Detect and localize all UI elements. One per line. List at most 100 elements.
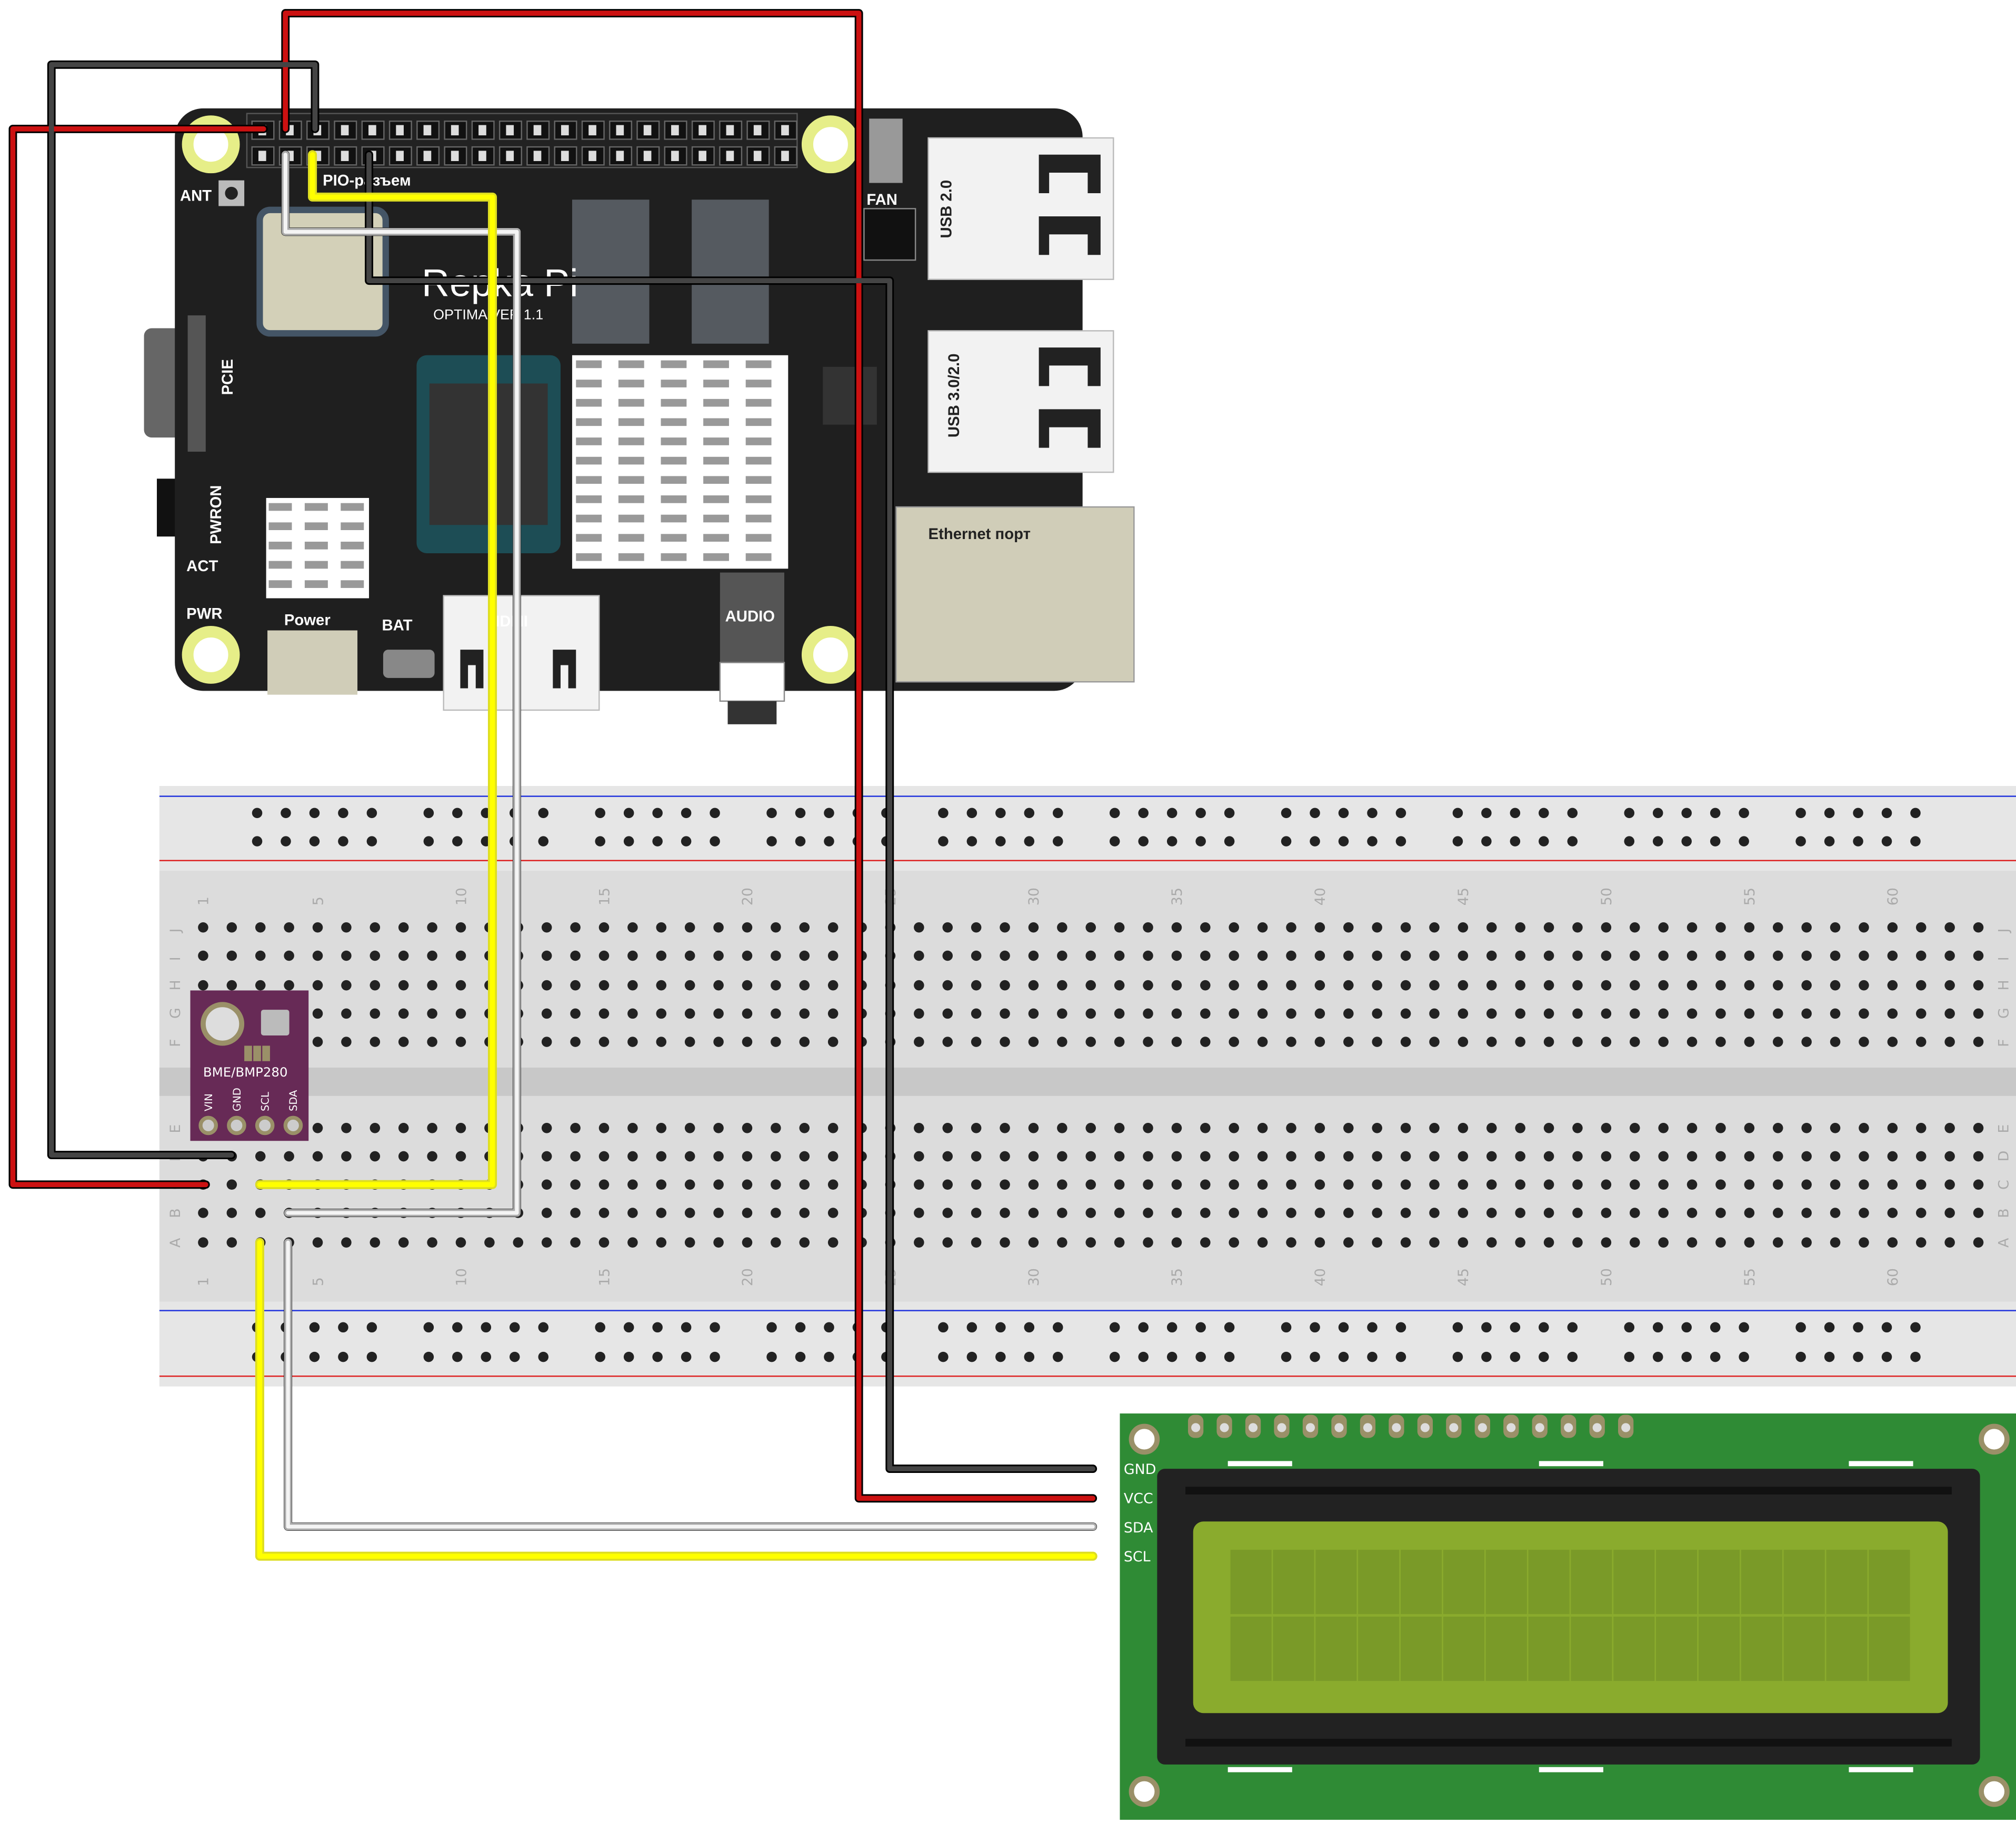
breadboard-hole[interactable] bbox=[1085, 1037, 1096, 1047]
breadboard-hole[interactable] bbox=[370, 1008, 381, 1019]
breadboard-hole[interactable] bbox=[1543, 1151, 1554, 1162]
rail-hole[interactable] bbox=[1367, 808, 1378, 819]
breadboard-hole[interactable] bbox=[1801, 1037, 1812, 1047]
rail-hole[interactable] bbox=[766, 808, 777, 819]
breadboard-hole[interactable] bbox=[541, 1123, 552, 1133]
rail-hole[interactable] bbox=[595, 1351, 605, 1362]
rail-hole[interactable] bbox=[1452, 808, 1463, 819]
breadboard-hole[interactable] bbox=[1257, 1151, 1268, 1162]
rail-hole[interactable] bbox=[1024, 836, 1035, 846]
breadboard-hole[interactable] bbox=[1429, 1008, 1440, 1019]
breadboard-hole[interactable] bbox=[1057, 1151, 1067, 1162]
rail-hole[interactable] bbox=[1395, 1351, 1406, 1362]
breadboard-hole[interactable] bbox=[1286, 1208, 1296, 1218]
breadboard-hole[interactable] bbox=[1686, 1237, 1698, 1248]
breadboard-hole[interactable] bbox=[1772, 1179, 1783, 1190]
rail-hole[interactable] bbox=[1195, 836, 1206, 846]
breadboard-hole[interactable] bbox=[656, 1008, 667, 1019]
rail-hole[interactable] bbox=[681, 836, 692, 846]
breadboard-hole[interactable] bbox=[1715, 922, 1726, 933]
breadboard-hole[interactable] bbox=[627, 950, 638, 961]
breadboard-hole[interactable] bbox=[570, 922, 581, 933]
breadboard-hole[interactable] bbox=[771, 1008, 781, 1019]
rail-hole[interactable] bbox=[1739, 1322, 1749, 1333]
breadboard-hole[interactable] bbox=[1887, 980, 1898, 991]
breadboard-hole[interactable] bbox=[1343, 1008, 1354, 1019]
rail-hole[interactable] bbox=[795, 808, 806, 819]
breadboard-hole[interactable] bbox=[1486, 922, 1497, 933]
breadboard-hole[interactable] bbox=[1915, 1237, 1927, 1248]
breadboard-hole[interactable] bbox=[570, 1179, 581, 1190]
breadboard-hole[interactable] bbox=[1372, 980, 1382, 991]
breadboard-hole[interactable] bbox=[255, 980, 266, 991]
breadboard-hole[interactable] bbox=[1629, 1151, 1640, 1162]
breadboard-hole[interactable] bbox=[1572, 1151, 1583, 1162]
breadboard-hole[interactable] bbox=[1343, 1123, 1354, 1133]
rail-hole[interactable] bbox=[1281, 1322, 1292, 1333]
breadboard-hole[interactable] bbox=[284, 922, 294, 933]
breadboard-hole[interactable] bbox=[1715, 1037, 1726, 1047]
breadboard-hole[interactable] bbox=[1658, 950, 1669, 961]
breadboard-hole[interactable] bbox=[1429, 922, 1440, 933]
breadboard-hole[interactable] bbox=[1601, 1123, 1612, 1133]
breadboard-hole[interactable] bbox=[1543, 1208, 1554, 1218]
breadboard-hole[interactable] bbox=[1143, 1237, 1153, 1248]
rail-hole[interactable] bbox=[1853, 836, 1863, 846]
breadboard-hole[interactable] bbox=[1859, 980, 1869, 991]
breadboard-hole[interactable] bbox=[1629, 1179, 1640, 1190]
breadboard-hole[interactable] bbox=[914, 980, 924, 991]
rail-hole[interactable] bbox=[1338, 836, 1349, 846]
breadboard-hole[interactable] bbox=[1000, 1123, 1010, 1133]
rail-hole[interactable] bbox=[1109, 808, 1120, 819]
breadboard-hole[interactable] bbox=[1171, 1208, 1182, 1218]
breadboard-hole[interactable] bbox=[684, 1037, 695, 1047]
breadboard-hole[interactable] bbox=[1114, 1208, 1125, 1218]
rail-hole[interactable] bbox=[1395, 1322, 1406, 1333]
breadboard-hole[interactable] bbox=[398, 1237, 409, 1248]
breadboard-hole[interactable] bbox=[1314, 1037, 1325, 1047]
breadboard-hole[interactable] bbox=[1859, 1037, 1869, 1047]
rail-hole[interactable] bbox=[1367, 836, 1378, 846]
breadboard-hole[interactable] bbox=[656, 1237, 667, 1248]
breadboard-hole[interactable] bbox=[1830, 1237, 1841, 1248]
breadboard-hole[interactable] bbox=[971, 922, 982, 933]
rail-hole[interactable] bbox=[252, 836, 263, 846]
rail-hole[interactable] bbox=[1138, 808, 1149, 819]
breadboard-hole[interactable] bbox=[799, 922, 810, 933]
breadboard-hole[interactable] bbox=[312, 1123, 323, 1133]
breadboard-hole[interactable] bbox=[1085, 1237, 1096, 1248]
breadboard-hole[interactable] bbox=[971, 1008, 982, 1019]
rail-hole[interactable] bbox=[1395, 836, 1406, 846]
breadboard-hole[interactable] bbox=[1458, 1179, 1469, 1190]
breadboard-hole[interactable] bbox=[1200, 950, 1211, 961]
breadboard-hole[interactable] bbox=[1801, 1123, 1812, 1133]
breadboard-hole[interactable] bbox=[1830, 1008, 1841, 1019]
breadboard-hole[interactable] bbox=[341, 1151, 352, 1162]
rail-hole[interactable] bbox=[1053, 1322, 1063, 1333]
breadboard-hole[interactable] bbox=[1915, 1179, 1927, 1190]
breadboard-hole[interactable] bbox=[427, 1037, 437, 1047]
breadboard-hole[interactable] bbox=[1171, 1179, 1182, 1190]
rail-hole[interactable] bbox=[766, 1351, 777, 1362]
breadboard-hole[interactable] bbox=[1915, 980, 1927, 991]
breadboard-hole[interactable] bbox=[341, 1123, 352, 1133]
breadboard-hole[interactable] bbox=[1601, 1237, 1612, 1248]
breadboard-hole[interactable] bbox=[627, 1208, 638, 1218]
breadboard-hole[interactable] bbox=[1572, 1179, 1583, 1190]
rail-hole[interactable] bbox=[1452, 1351, 1463, 1362]
rail-hole[interactable] bbox=[681, 1322, 692, 1333]
rail-hole[interactable] bbox=[1367, 1322, 1378, 1333]
breadboard-hole[interactable] bbox=[1171, 950, 1182, 961]
gpio-pin[interactable] bbox=[554, 121, 577, 140]
breadboard-hole[interactable] bbox=[771, 950, 781, 961]
breadboard-hole[interactable] bbox=[1772, 1123, 1783, 1133]
rail-hole[interactable] bbox=[1739, 836, 1749, 846]
rail-hole[interactable] bbox=[1166, 836, 1177, 846]
breadboard-hole[interactable] bbox=[656, 950, 667, 961]
rail-hole[interactable] bbox=[995, 1322, 1006, 1333]
rail-hole[interactable] bbox=[966, 1351, 977, 1362]
breadboard-hole[interactable] bbox=[1372, 1208, 1382, 1218]
rail-hole[interactable] bbox=[1567, 808, 1578, 819]
rail-hole[interactable] bbox=[1710, 808, 1721, 819]
breadboard-hole[interactable] bbox=[1686, 980, 1698, 991]
